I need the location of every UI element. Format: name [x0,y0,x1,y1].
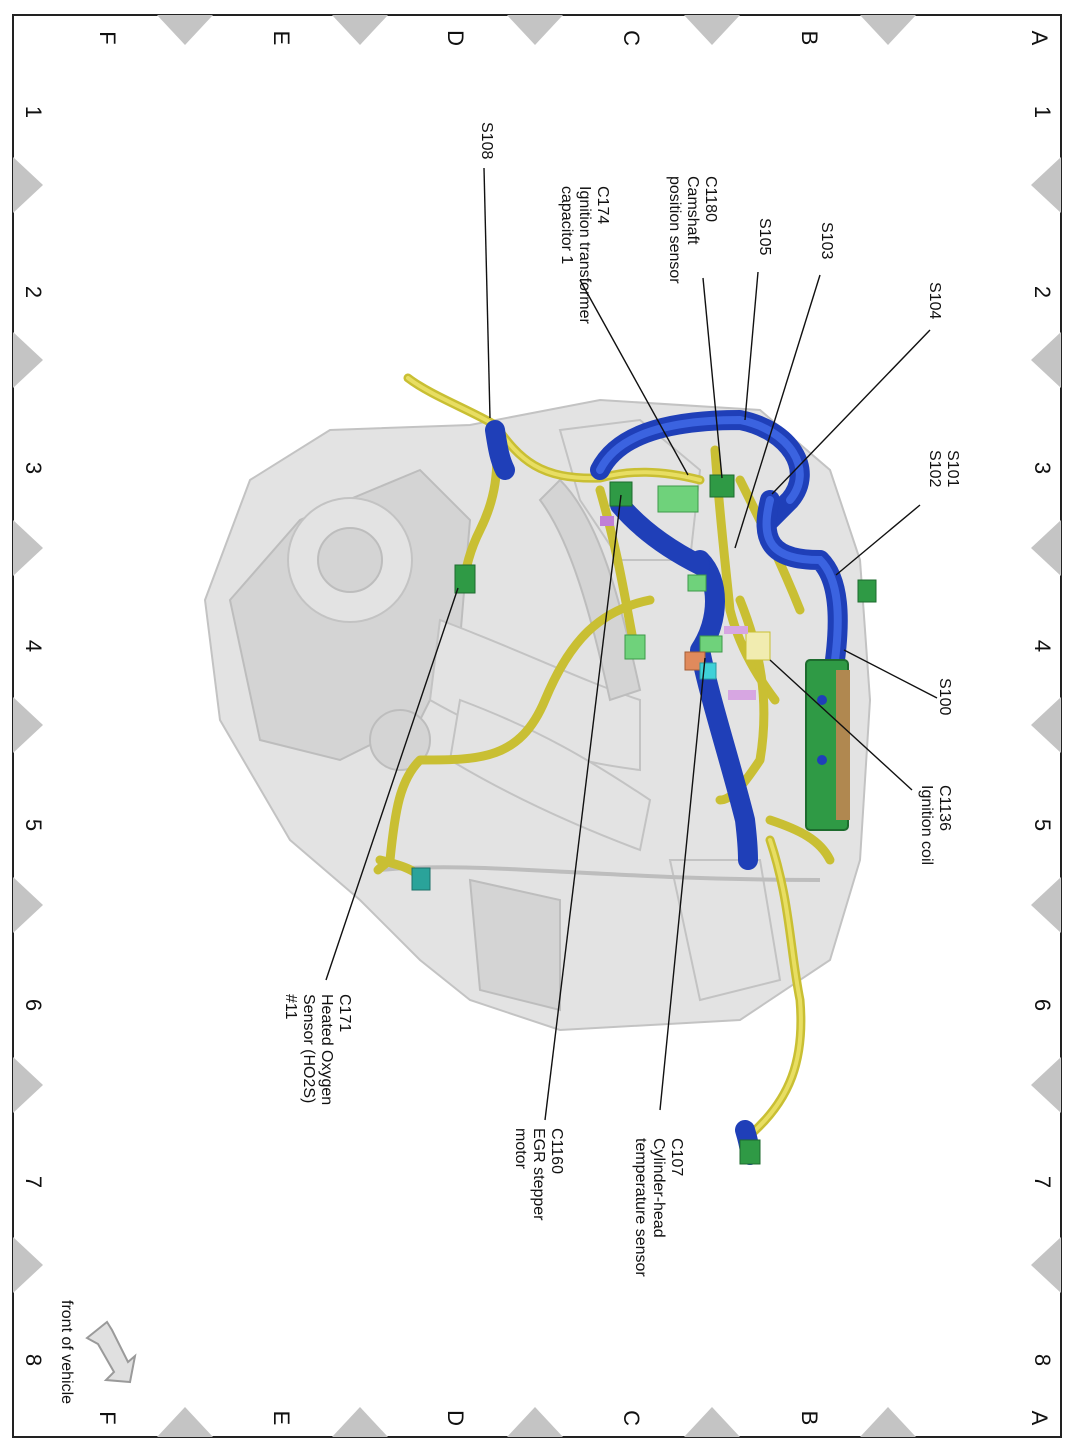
grid-col-label-left: 5 [21,819,46,831]
border-triangle [13,877,43,933]
border-triangle [1031,697,1061,753]
callout-line: C1136 [936,785,953,831]
grid-labels: A A B B C C D D E E F F 1 1 2 2 3 3 4 4 5 5 6 6 7 7 8 8 [21,30,1055,1426]
callout-line: S100 [936,678,953,715]
grid-row-label-top: C [619,30,644,46]
callout-s100: S100 [936,678,953,715]
grid-row-label-bottom: F [95,1411,120,1424]
callout-line: Ignition coil [918,785,935,865]
callout-line: S103 [818,222,835,259]
border-triangles [13,15,1061,1437]
border-triangle [860,1407,916,1437]
grid-row-label-bottom: A [1027,1411,1052,1426]
border-triangle [1031,520,1061,576]
border-triangle [1031,1237,1061,1293]
border-triangle [507,1407,563,1437]
leader-lines [325,167,938,1121]
grid-row-label-top: E [269,31,294,46]
grid-row-label-bottom: B [797,1411,822,1426]
callout-line: S104 [926,282,943,319]
callout-line: position sensor [666,176,683,284]
callout-s104: S104 [926,282,943,319]
grid-col-label-left: 6 [21,999,46,1011]
callout-line: Ignition transformer [576,186,593,325]
grid-row-label-bottom: D [443,1410,468,1426]
callout-line: S101 [944,450,961,487]
callout-line: C1160 [548,1128,565,1174]
callout-line: C107 [668,1138,685,1176]
callout-line: Camshaft [684,176,701,245]
grid-row-label-top: A [1027,31,1052,46]
border-triangle [860,15,916,45]
callout-line: EGR stepper [530,1128,547,1221]
grid-col-label-right: 5 [1030,819,1055,831]
grid-row-label-bottom: C [619,1410,644,1426]
grid-row-label-bottom: E [269,1411,294,1426]
callout-line: motor [512,1128,529,1170]
grid-col-label-right: 1 [1030,106,1055,118]
grid-col-label-left: 7 [21,1176,46,1188]
border-triangle [13,332,43,388]
border-triangle [13,1237,43,1293]
callout-line: #11 [282,994,299,1020]
callout-line: S108 [478,122,495,159]
callout-line: C1180 [702,176,719,222]
grid-row-label-top: B [797,31,822,46]
front-of-vehicle-arrow-icon [85,1320,137,1384]
callout-s103: S103 [818,222,835,259]
grid-col-label-left: 4 [21,640,46,652]
callout-line: C171 [336,994,353,1032]
callout-s105: S105 [756,218,773,255]
callout-line: S105 [756,218,773,255]
front-of-vehicle-label: front of vehicle [58,1300,75,1404]
grid-col-label-left: 2 [21,286,46,298]
border-triangle [1031,1057,1061,1113]
callout-line: capacitor 1 [558,186,575,264]
grid-col-label-left: 8 [21,1354,46,1366]
callout-s108: S108 [478,122,495,159]
grid-col-label-right: 6 [1030,999,1055,1011]
border-triangle [13,157,43,213]
front-of-vehicle-indicator: front of vehicle [58,1300,137,1404]
border-triangle [684,1407,740,1437]
border-triangle [332,15,388,45]
border-triangle [157,15,213,45]
grid-row-label-top: D [443,30,468,46]
grid-col-label-right: 3 [1030,462,1055,474]
border-triangle [1031,157,1061,213]
callout-line: Cylinder-head [650,1138,667,1238]
callout-line: Heated Oxygen [318,994,335,1105]
grid-col-label-left: 1 [21,106,46,118]
border-triangle [332,1407,388,1437]
callout-line: Sensor (HO2S) [300,994,317,1103]
border-triangle [1031,332,1061,388]
callout-line: S102 [926,450,943,487]
grid-col-label-right: 2 [1030,286,1055,298]
border-triangle [13,697,43,753]
border-triangle [13,520,43,576]
grid-col-label-left: 3 [21,462,46,474]
callout-line: C174 [594,186,611,224]
border-triangle [1031,877,1061,933]
wiring-harness [373,373,877,1165]
border-triangle [507,15,563,45]
border-triangle [157,1407,213,1437]
grid-row-label-top: F [95,31,120,44]
grid-col-label-right: 4 [1030,640,1055,652]
grid-col-label-right: 7 [1030,1176,1055,1188]
grid-col-label-right: 8 [1030,1354,1055,1366]
border-triangle [684,15,740,45]
border-triangle [13,1057,43,1113]
callout-line: temperature sensor [632,1138,649,1277]
